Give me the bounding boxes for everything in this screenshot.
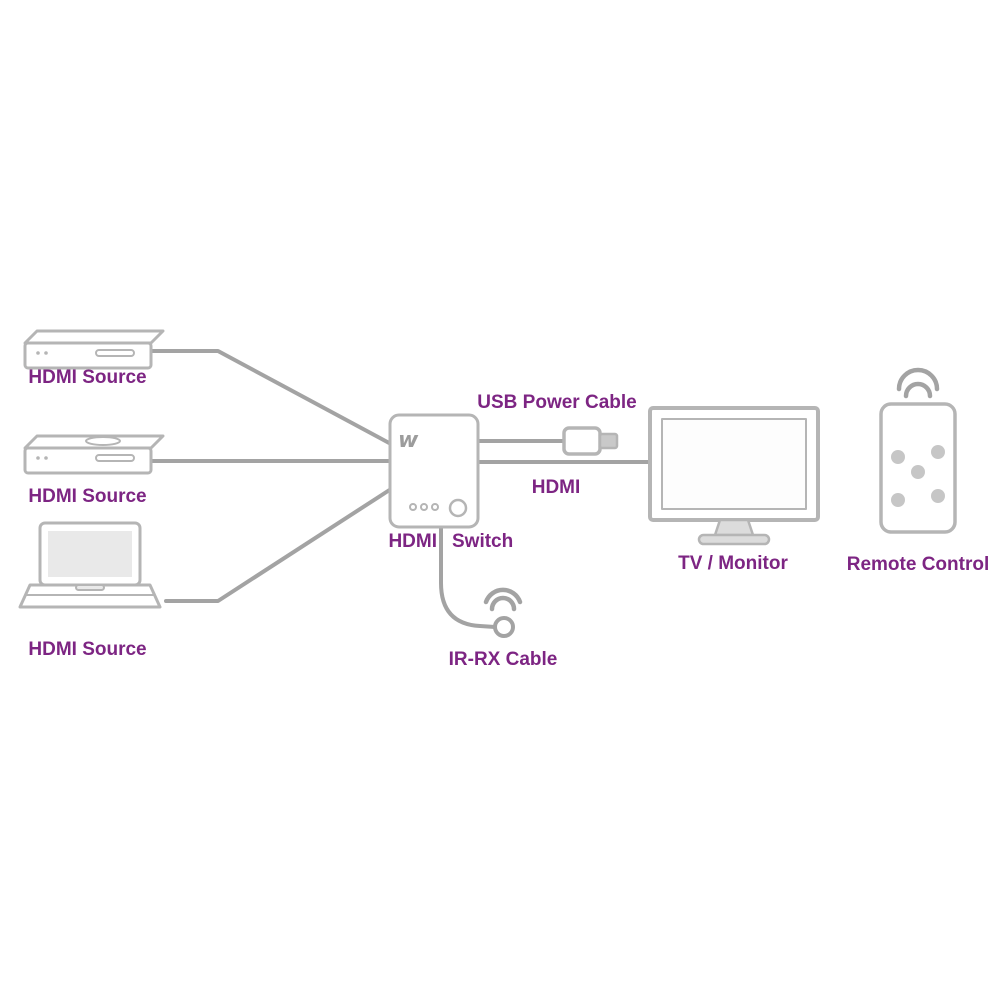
source1-top-face [23,329,165,345]
ir-wireless-icon [483,587,523,605]
source1-tray-slot [95,349,135,357]
remote-button [891,450,905,464]
hdmi-source-1-icon [23,329,165,370]
laptop-touchpad-notch [75,584,105,591]
tv-stand-neck [713,518,755,537]
usb-plug-icon [562,426,619,456]
label-switch-word-hdmi: HDMI [388,531,437,552]
laptop-screen [48,531,132,577]
source2-tray-slot [95,454,135,462]
ir-eye [493,616,515,638]
label-hdmi-source-1: HDMI Source [28,367,147,388]
remote-button [931,445,945,459]
switch-led-2 [420,503,428,511]
hdmi-source-2-icon [23,434,165,475]
hdmi-switch-icon: w [388,413,480,529]
remote-button [891,493,905,507]
switch-logo: w [398,428,419,453]
label-usb-power-cable: USB Power Cable [477,392,637,413]
ir-wireless-icon [489,595,517,612]
label-tv-monitor: TV / Monitor [678,553,788,574]
tv-screen [661,418,807,510]
cable-source3-to-switch [164,487,393,603]
switch-led-1 [409,503,417,511]
usb-plug-tip [598,432,619,450]
usb-plug-body [562,426,602,456]
cable-lines [150,349,652,629]
label-switch-word-switch: Switch [452,531,514,552]
cable-ir-rx [439,525,497,629]
remote-button [931,489,945,503]
remote-control-icon [879,402,957,534]
tv-monitor-icon [648,406,820,546]
hdmi-source-3-icon [18,521,162,609]
switch-led-3 [431,503,439,511]
source2-disc [85,436,121,446]
remote-wireless-icon [896,367,940,399]
switch-select-button [448,498,468,518]
cable-source1-to-switch [150,349,393,446]
label-remote-control: Remote Control [846,554,990,575]
label-ir-rx-cable: IR-RX Cable [448,649,558,670]
remote-button [911,465,925,479]
tv-stand-base [697,533,771,546]
ir-rx-icon [483,587,523,638]
label-hdmi-source-2: HDMI Source [28,486,147,507]
label-hdmi-cable: HDMI [531,477,581,498]
label-hdmi-source-3: HDMI Source [28,639,147,660]
